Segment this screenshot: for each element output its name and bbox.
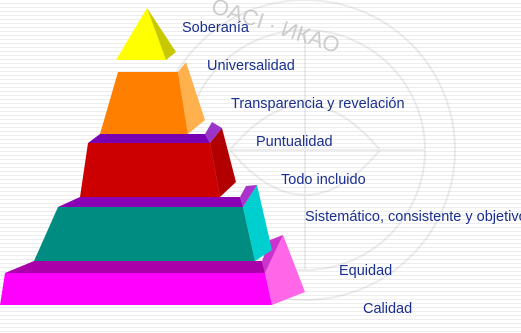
pyramid-layer-equidad xyxy=(5,235,283,273)
pyramid-layer-transparencia xyxy=(88,122,222,143)
pyramid-layer-soberania xyxy=(116,8,176,60)
label-todo-incluido: Todo incluido xyxy=(281,172,366,188)
label-calidad: Calidad xyxy=(363,301,413,317)
pyramid-layer-todo-incluido xyxy=(80,128,236,197)
pyramid-layer-calidad xyxy=(0,235,305,305)
label-puntualidad: Puntualidad xyxy=(256,134,333,150)
pyramid-layer-universalidad xyxy=(100,62,205,134)
label-sistematico: Sistemático, consistente y objetivo xyxy=(305,209,521,225)
label-soberania: Soberanía xyxy=(182,20,249,36)
label-equidad: Equidad xyxy=(339,263,393,279)
pyramid-layer-puntualidad xyxy=(58,185,257,207)
label-transparencia: Transparencia y revelación xyxy=(231,96,405,112)
label-universalidad: Universalidad xyxy=(207,58,295,74)
pyramid-layer-sistematico xyxy=(34,185,272,261)
